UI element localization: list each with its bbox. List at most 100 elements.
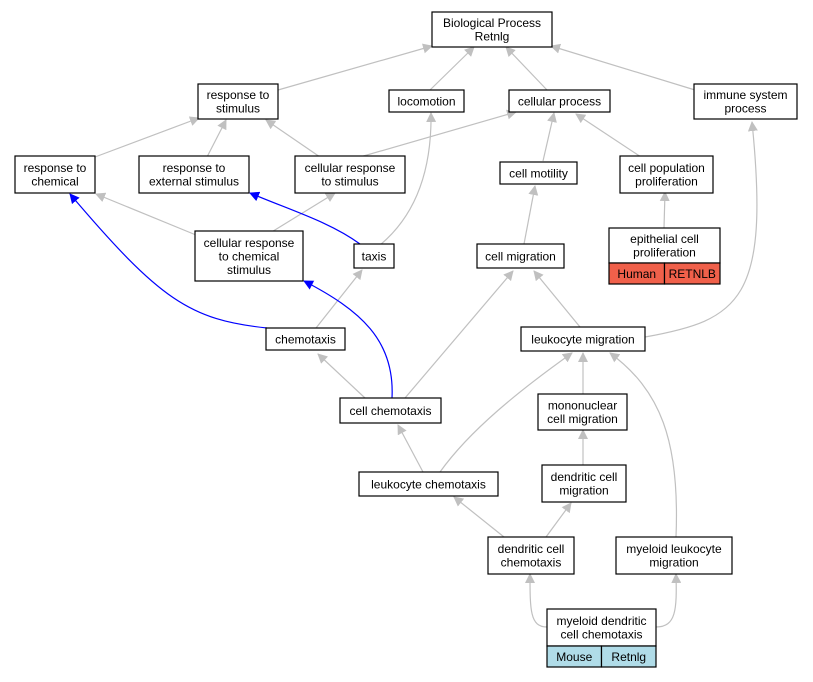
edge-loco-bp <box>429 46 475 91</box>
node-label-line: Biological Process <box>443 16 541 30</box>
node-box <box>615 536 733 575</box>
node-box <box>608 227 721 264</box>
tag-label: Mouse <box>556 650 592 664</box>
edge-rc-rs <box>94 116 200 158</box>
edge-rs-bp <box>277 43 433 91</box>
edge-crcs-rc <box>95 192 197 236</box>
edge-mlm-lm <box>609 352 678 538</box>
node-label-line: cell chemotaxis <box>349 404 431 418</box>
node-label-line: dendritic cell <box>498 542 565 556</box>
edge-cpp-cp <box>575 113 642 158</box>
edge-lm-isp <box>644 121 758 338</box>
edge-taxis-res <box>249 191 361 245</box>
node-box <box>339 397 442 424</box>
node-label-line: dendritic cell <box>551 470 618 484</box>
node-box <box>693 83 798 120</box>
edge-crs-cp <box>359 109 517 158</box>
node-cm[interactable]: cell motility <box>499 161 578 185</box>
node-box <box>353 243 395 269</box>
node-label-line: chemical <box>31 175 78 189</box>
node-box <box>358 471 499 497</box>
node-box <box>14 155 96 194</box>
edge-isp-bp <box>550 43 696 91</box>
node-box <box>520 326 646 352</box>
node-label-line: response to <box>24 161 87 175</box>
edge-epi-cpp <box>659 191 670 229</box>
node-box <box>197 83 279 120</box>
node-label-line: immune system <box>703 88 787 102</box>
node-lm[interactable]: leukocyte migration <box>520 326 646 352</box>
edge-res-rs <box>206 119 227 158</box>
node-label-line: process <box>724 102 766 116</box>
node-box <box>476 243 565 269</box>
node-label-line: migration <box>559 484 608 498</box>
edge-cp-bp <box>505 46 548 91</box>
node-label-line: cell migration <box>547 412 618 426</box>
node-label-line: cell motility <box>509 166 568 180</box>
node-box <box>487 536 575 575</box>
node-label-line: stimulus <box>216 102 260 116</box>
node-label-line: chemotaxis <box>275 332 336 346</box>
node-label-line: leukocyte migration <box>531 332 634 346</box>
edge-dcc-lchemo <box>453 496 505 538</box>
node-box <box>546 608 657 647</box>
edge-chemo-taxis <box>315 269 363 329</box>
node-cmig[interactable]: cell migration <box>476 243 565 269</box>
node-label-line: cellular process <box>518 94 601 108</box>
node-label-line: epithelial cell <box>630 232 699 246</box>
edge-cchemo-cmig <box>404 270 514 399</box>
node-label-line: cell migration <box>485 249 556 263</box>
node-cp[interactable]: cellular process <box>508 89 611 113</box>
node-box <box>138 155 250 194</box>
node-box <box>294 155 406 194</box>
node-label-line: migration <box>649 556 698 570</box>
node-box <box>388 89 465 113</box>
tag-label: Human <box>617 267 656 281</box>
edge-crcs-crs <box>269 192 336 234</box>
tag-label: Retnlg <box>611 650 646 664</box>
edge-cchemo-crcs <box>303 280 393 399</box>
tag-cell-retnlg <box>600 645 657 668</box>
node-label-line: to stimulus <box>321 175 378 189</box>
edge-cm-cp <box>542 112 557 162</box>
node-cchemo[interactable]: cell chemotaxis <box>339 397 442 424</box>
node-label-line: taxis <box>362 249 387 263</box>
node-box <box>499 161 578 185</box>
node-taxis[interactable]: taxis <box>353 243 395 269</box>
edge-mdcc-dcc <box>525 573 548 628</box>
node-label-line: proliferation <box>633 246 696 260</box>
node-label-line: response to <box>207 88 270 102</box>
node-label-line: external stimulus <box>149 175 239 189</box>
node-label-line: to chemical <box>219 249 280 263</box>
edge-lchemo-cchemo <box>397 424 424 473</box>
node-lchemo[interactable]: leukocyte chemotaxis <box>358 471 499 497</box>
node-box <box>508 89 611 113</box>
tag-cell-retnlb <box>663 262 721 285</box>
node-chemo[interactable]: chemotaxis <box>265 327 346 351</box>
node-label-line: Retnlg <box>475 30 510 44</box>
edge-mdcc-mlm <box>655 573 682 628</box>
node-loco[interactable]: locomotion <box>388 89 465 113</box>
node-box <box>619 155 714 194</box>
node-label-line: myeloid leukocyte <box>626 542 722 556</box>
node-box <box>194 230 304 282</box>
edges-layer <box>69 43 758 628</box>
node-label-line: myeloid dendritic <box>556 614 646 628</box>
node-label-line: locomotion <box>397 94 455 108</box>
